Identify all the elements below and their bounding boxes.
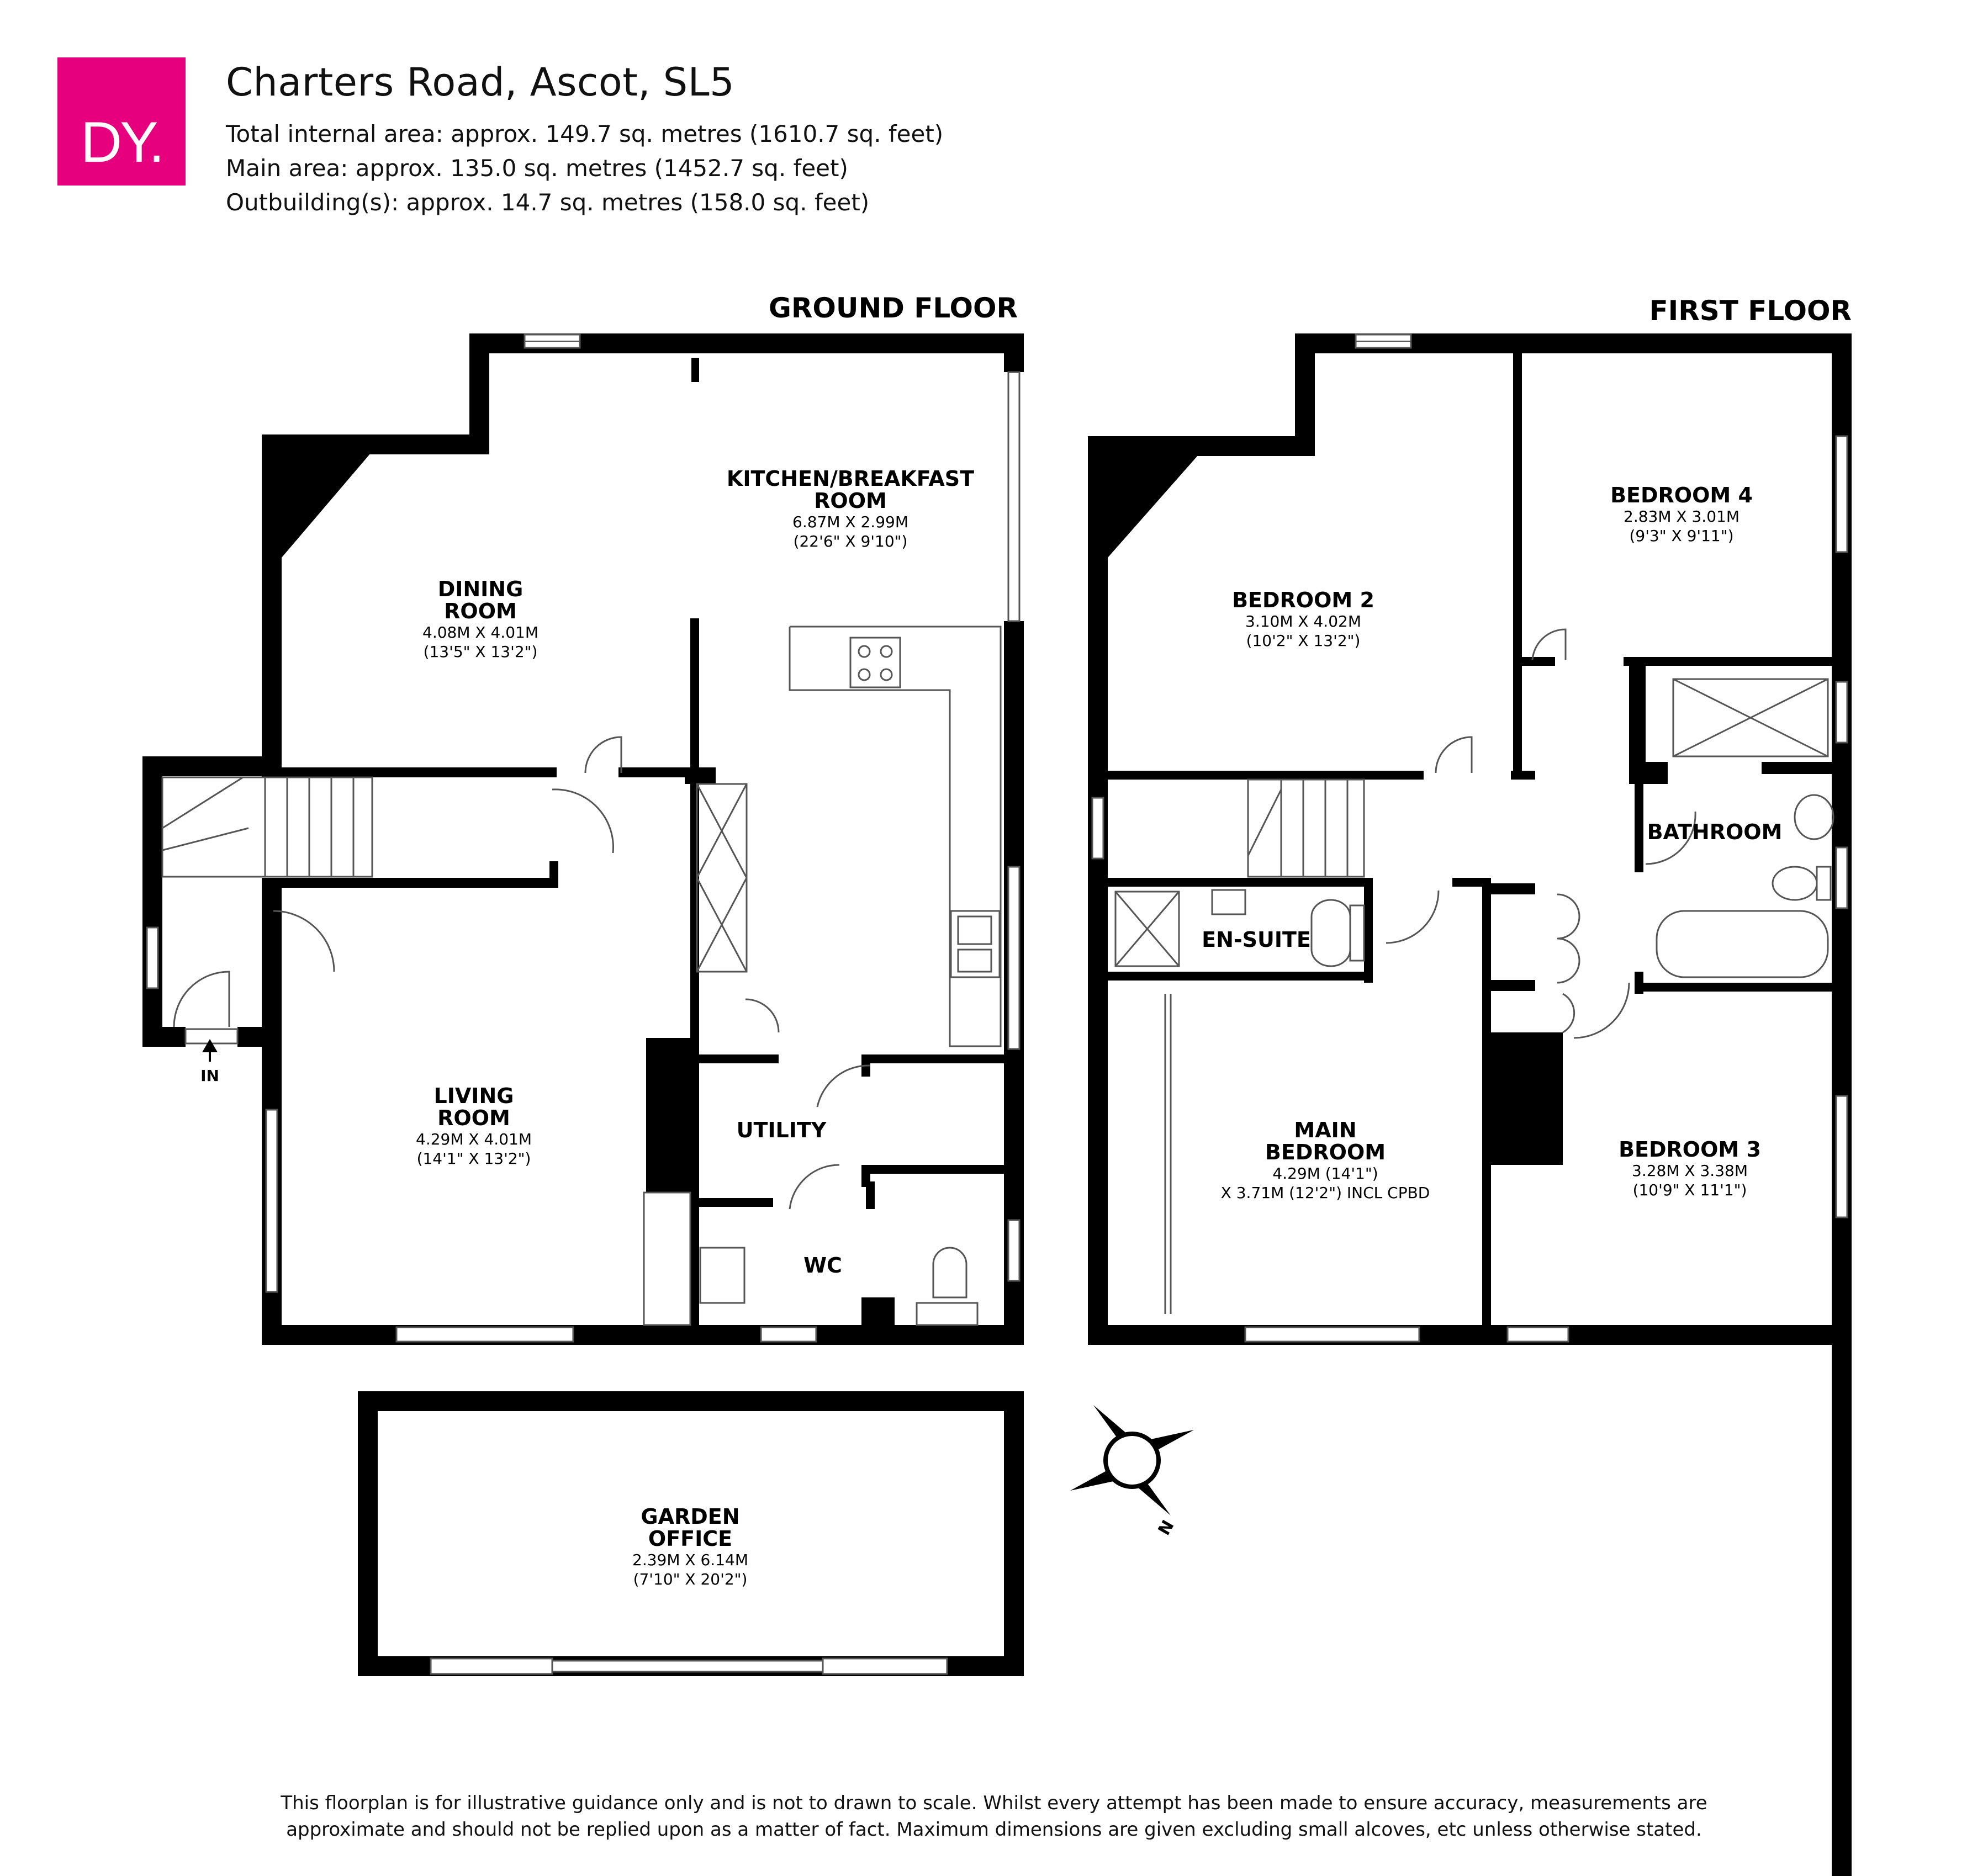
bedroom3-dim-metric: 3.28M X 3.38M xyxy=(1632,1162,1748,1180)
bedroom4-dim-metric: 2.83M X 3.01M xyxy=(1624,507,1739,526)
bedroom4-dim-imperial: (9'3" X 9'11") xyxy=(1629,527,1733,545)
bedroom2-dim-metric: 3.10M X 4.02M xyxy=(1245,612,1361,630)
dining-name-line1: DINING xyxy=(438,577,524,601)
property-header: Charters Road, Ascot, SL5 Total internal… xyxy=(226,60,943,220)
entrance-label: IN xyxy=(200,1067,219,1085)
compass-icon: N xyxy=(1070,1405,1194,1539)
main-bedroom-dim-line1: 4.29M (14'1") xyxy=(1272,1164,1378,1183)
dining-name-line2: ROOM xyxy=(444,599,517,623)
disclaimer-line1: This floorplan is for illustrative guida… xyxy=(281,1792,1707,1814)
garden-office-name-line2: OFFICE xyxy=(648,1527,732,1551)
bedroom2-dim-imperial: (10'2" X 13'2") xyxy=(1246,632,1361,650)
main-bedroom-name-line1: MAIN xyxy=(1294,1118,1356,1142)
first-floor-fittings xyxy=(1091,333,1848,1343)
disclaimer: This floorplan is for illustrative guida… xyxy=(0,1790,1988,1843)
living-dim-metric: 4.29M X 4.01M xyxy=(416,1130,532,1148)
outbuilding-area-text: Outbuilding(s): approx. 14.7 sq. metres … xyxy=(226,189,870,216)
living-dim-imperial: (14'1" X 13'2") xyxy=(417,1149,531,1168)
garden-office-dim-metric: 2.39M X 6.14M xyxy=(632,1551,748,1569)
dining-dim-metric: 4.08M X 4.01M xyxy=(422,623,538,642)
brand-logo-text: DY. xyxy=(81,110,165,174)
main-bedroom-name-line2: BEDROOM xyxy=(1265,1140,1386,1164)
bedroom3-name: BEDROOM 3 xyxy=(1619,1137,1761,1162)
garden-office-dim-imperial: (7'10" X 20'2") xyxy=(633,1570,748,1588)
utility-name: UTILITY xyxy=(737,1118,827,1142)
total-area-text: Total internal area: approx. 149.7 sq. m… xyxy=(226,120,944,147)
entrance-arrow-icon xyxy=(202,1039,218,1052)
kitchen-dim-metric: 6.87M X 2.99M xyxy=(792,513,908,531)
main-area-text: Main area: approx. 135.0 sq. metres (145… xyxy=(226,155,848,182)
ground-floor-title: GROUND FLOOR xyxy=(769,292,1018,324)
entrance-arrow-stem xyxy=(209,1052,211,1062)
bedroom3-dim-imperial: (10'9" X 11'1") xyxy=(1633,1181,1747,1199)
dining-dim-imperial: (13'5" X 13'2") xyxy=(424,643,538,661)
main-bedroom-dim-line2: X 3.71M (12'2") INCL CPBD xyxy=(1221,1184,1430,1202)
garden-office-name-line1: GARDEN xyxy=(641,1504,739,1529)
ensuite-name: EN-SUITE xyxy=(1202,928,1311,952)
kitchen-dim-imperial: (22'6" X 9'10") xyxy=(794,532,908,550)
kitchen-name-line2: ROOM xyxy=(814,489,887,513)
bedroom4-name: BEDROOM 4 xyxy=(1610,483,1753,507)
kitchen-name-line1: KITCHEN/BREAKFAST xyxy=(727,467,974,491)
disclaimer-line2: approximate and should not be replied up… xyxy=(286,1819,1702,1841)
bathroom-name: BATHROOM xyxy=(1647,820,1783,844)
wc-name: WC xyxy=(803,1253,842,1278)
brand-logo: DY. xyxy=(57,57,186,186)
property-title: Charters Road, Ascot, SL5 xyxy=(226,60,735,105)
bedroom2-name: BEDROOM 2 xyxy=(1232,588,1374,612)
first-floor-plan xyxy=(1088,333,1852,1876)
living-name-line1: LIVING xyxy=(434,1084,514,1108)
compass-north-label: N xyxy=(1155,1517,1178,1539)
ground-floor-fittings xyxy=(146,333,1021,1343)
garden-office-windows xyxy=(430,1657,948,1675)
first-floor-title: FIRST FLOOR xyxy=(1649,295,1852,327)
living-name-line2: ROOM xyxy=(437,1106,510,1130)
